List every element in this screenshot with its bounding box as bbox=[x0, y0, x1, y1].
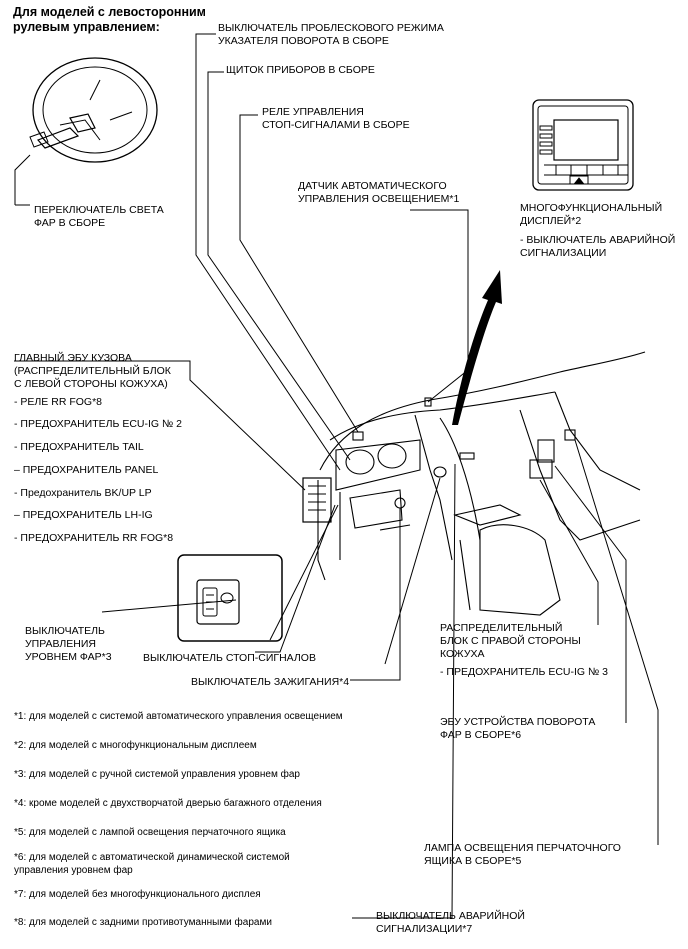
label-stop-relay: РЕЛЕ УПРАВЛЕНИЯ СТОП-СИГНАЛАМИ В СБОРЕ bbox=[262, 106, 410, 131]
label-hazard-switch: ВЫКЛЮЧАТЕЛЬ АВАРИЙНОЙ СИГНАЛИЗАЦИИ*7 bbox=[376, 910, 525, 935]
label-auto-light-sensor: ДАТЧИК АВТОМАТИЧЕСКОГО УПРАВЛЕНИЯ ОСВЕЩЕ… bbox=[298, 180, 460, 205]
note-1: *1: для моделей с системой автоматическо… bbox=[14, 711, 343, 722]
label-headlight-switch: ПЕРЕКЛЮЧАТЕЛЬ СВЕТА ФАР В СБОРЕ bbox=[34, 204, 164, 229]
note-7: *7: для моделей без многофункционального… bbox=[14, 889, 261, 900]
label-ignition-switch: ВЫКЛЮЧАТЕЛЬ ЗАЖИГАНИЯ*4 bbox=[191, 676, 350, 688]
ecu-item-0: - РЕЛЕ RR FOG*8 bbox=[14, 396, 102, 408]
ecu-item-3: – ПРЕДОХРАНИТЕЛЬ PANEL bbox=[14, 464, 159, 476]
label-rh-junction-sub: - ПРЕДОХРАНИТЕЛЬ ECU-IG № 3 bbox=[440, 666, 609, 678]
note-6: *6: для моделей с автоматической динамич… bbox=[14, 852, 290, 876]
label-swivel-ecu: ЭБУ УСТРОЙСТВА ПОВОРОТА ФАР В СБОРЕ*6 bbox=[440, 716, 596, 741]
label-cluster: ЩИТОК ПРИБОРОВ В СБОРЕ bbox=[226, 64, 375, 76]
note-4: *4: кроме моделей с двухстворчатой дверь… bbox=[14, 798, 322, 809]
ecu-item-4: - Предохранитель BK/UP LP bbox=[14, 487, 152, 499]
dashboard-illustration bbox=[302, 351, 646, 616]
label-leveling-switch: ВЫКЛЮЧАТЕЛЬ УПРАВЛЕНИЯ УРОВНЕМ ФАР*3 bbox=[25, 625, 112, 663]
header-label: Для моделей с левосторонним рулевым упра… bbox=[13, 5, 206, 34]
note-5: *5: для моделей с лампой освещения перча… bbox=[14, 827, 286, 838]
leveling-switch-illustration bbox=[177, 554, 283, 642]
label-multi-display: МНОГОФУНКЦИОНАЛЬНЫЙ ДИСПЛЕЙ*2 bbox=[520, 202, 663, 227]
note-8: *8: для моделей с задними противотуманны… bbox=[14, 917, 272, 928]
ecu-item-6: - ПРЕДОХРАНИТЕЛЬ RR FOG*8 bbox=[14, 532, 174, 544]
label-glovebox-lamp: ЛАМПА ОСВЕЩЕНИЯ ПЕРЧАТОЧНОГО ЯЩИКА В СБО… bbox=[424, 842, 621, 867]
steering-wheel-illustration bbox=[29, 57, 158, 163]
note-2: *2: для моделей с многофункциональным ди… bbox=[14, 740, 257, 751]
note-3: *3: для моделей с ручной системой управл… bbox=[14, 769, 300, 780]
leader-lines bbox=[14, 33, 659, 919]
callout-arrow bbox=[452, 270, 502, 425]
ecu-item-5: – ПРЕДОХРАНИТЕЛЬ LH-IG bbox=[14, 509, 153, 521]
multi-display-illustration bbox=[532, 99, 634, 191]
ecu-item-2: - ПРЕДОХРАНИТЕЛЬ TAIL bbox=[14, 441, 144, 453]
label-flasher: ВЫКЛЮЧАТЕЛЬ ПРОБЛЕСКОВОГО РЕЖИМА УКАЗАТЕ… bbox=[218, 22, 444, 47]
label-multi-display-sub: - ВЫКЛЮЧАТЕЛЬ АВАРИЙНОЙ СИГНАЛИЗАЦИИ bbox=[520, 234, 676, 259]
label-main-body-ecu: ГЛАВНЫЙ ЭБУ КУЗОВА (РАСПРЕДЕЛИТЕЛЬНЫЙ БЛ… bbox=[14, 352, 171, 390]
ecu-item-1: - ПРЕДОХРАНИТЕЛЬ ECU-IG № 2 bbox=[14, 418, 183, 430]
label-rh-junction: РАСПРЕДЕЛИТЕЛЬНЫЙ БЛОК С ПРАВОЙ СТОРОНЫ … bbox=[440, 622, 581, 660]
label-stop-lamp-switch: ВЫКЛЮЧАТЕЛЬ СТОП-СИГНАЛОВ bbox=[143, 652, 316, 664]
